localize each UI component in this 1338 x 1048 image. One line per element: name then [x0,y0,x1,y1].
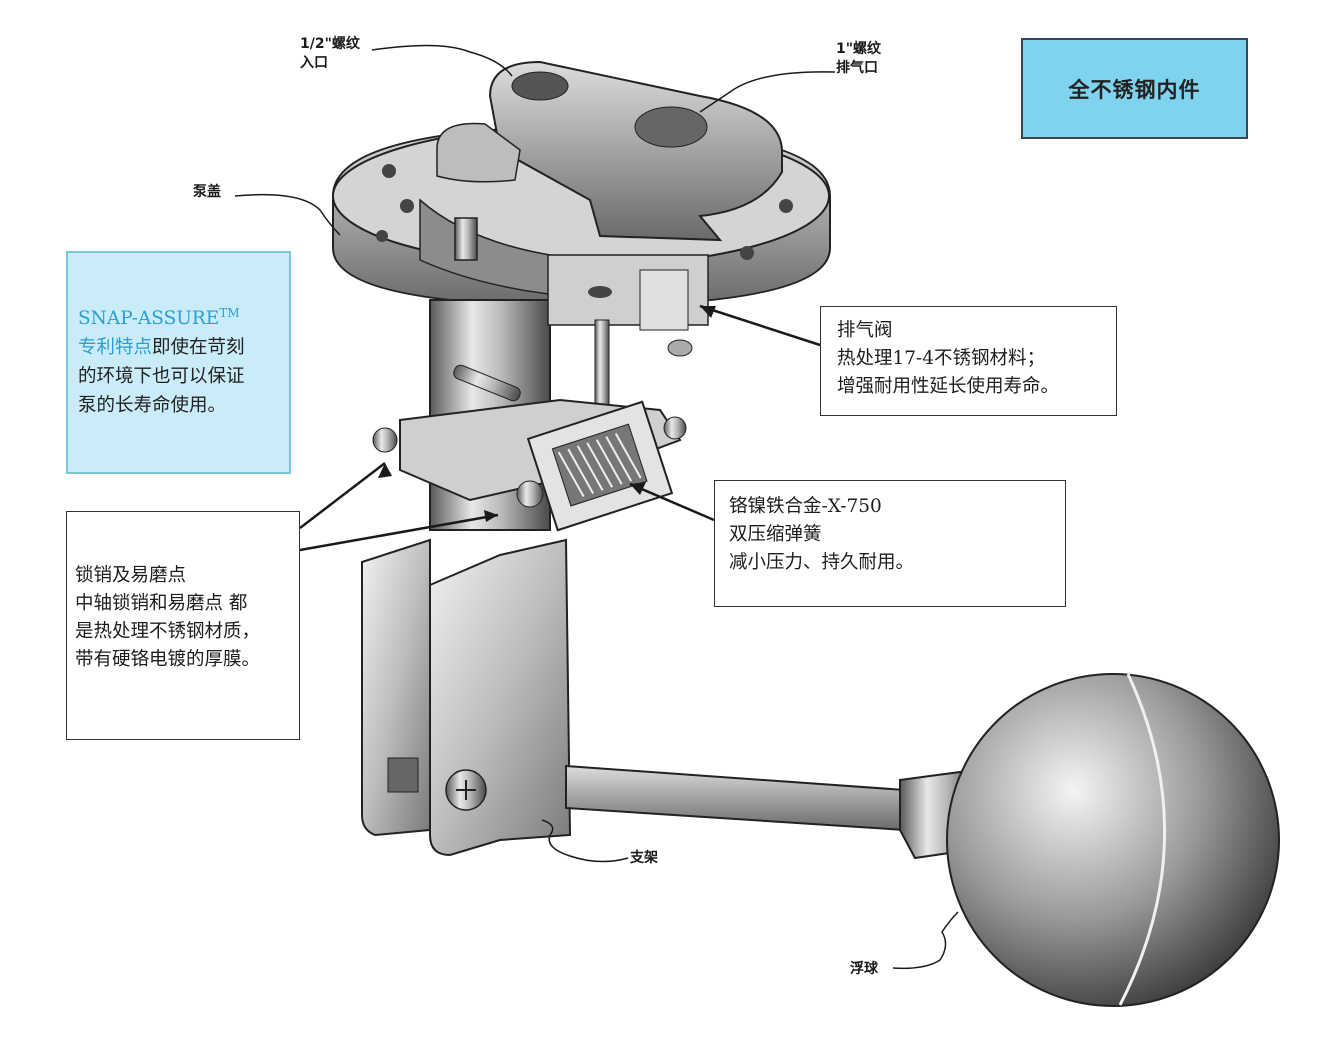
exhaust-valve-line3: 增强耐用性延长使用寿命。 [837,376,1060,397]
spring-line3: 减小压力、持久耐用。 [729,552,915,573]
exhaust-valve-line1: 排气阀 [837,320,893,341]
bracket-plates [361,538,572,857]
snap-brand: SNAP-ASSURE [78,308,220,330]
float-arm-ball [565,673,1280,1007]
spring-line1: 铬镍铁合金-X-750 [729,496,882,517]
latch-line2: 中轴锁销和易磨点 都 [75,593,248,614]
spring-callout: 铬镍铁合金-X-750 双压缩弹簧 减小压力、持久耐用。 [714,480,1066,607]
leader-lines [234,44,959,970]
spring-line2: 双压缩弹簧 [729,524,822,545]
snap-highlight: 专利特点 [78,337,153,359]
snap-assure-callout: SNAP-ASSURETM 专利特点即使在苛刻 的环境下也可以保证 泵的长寿命使… [66,251,291,474]
inlet-label: 1/2"螺纹 入口 [300,36,360,71]
snap-text3: 泵的长寿命使用。 [78,395,227,417]
trademark: TM [219,306,240,320]
title-text: 全不锈钢内件 [1068,76,1201,102]
latch-line4: 带有硬铬电镀的厚膜。 [75,649,261,670]
bracket-label: 支架 [630,850,658,866]
exhaust-valve-callout: 排气阀 热处理17-4不锈钢材料； 增强耐用性延长使用寿命。 [820,306,1117,416]
exhaust-valve-line2: 热处理17-4不锈钢材料； [837,348,1046,369]
latch-line3: 是热处理不锈钢材质， [75,621,261,642]
latch-spring-assembly [372,364,687,532]
stainless-internals-title: 全不锈钢内件 [1021,38,1248,139]
snap-text2: 的环境下也可以保证 [78,366,245,388]
latch-callout: 锁销及易磨点 中轴锁销和易磨点 都 是热处理不锈钢材质， 带有硬铬电镀的厚膜。 [66,511,300,740]
arrow-heads [378,306,716,522]
float-ball-label: 浮球 [850,961,878,977]
pump-cover-label: 泵盖 [193,184,221,200]
snap-text1: 即使在苛刻 [152,337,245,359]
latch-line1: 锁销及易磨点 [75,565,187,586]
exhaust-port-label: 1"螺纹 排气口 [836,41,882,76]
